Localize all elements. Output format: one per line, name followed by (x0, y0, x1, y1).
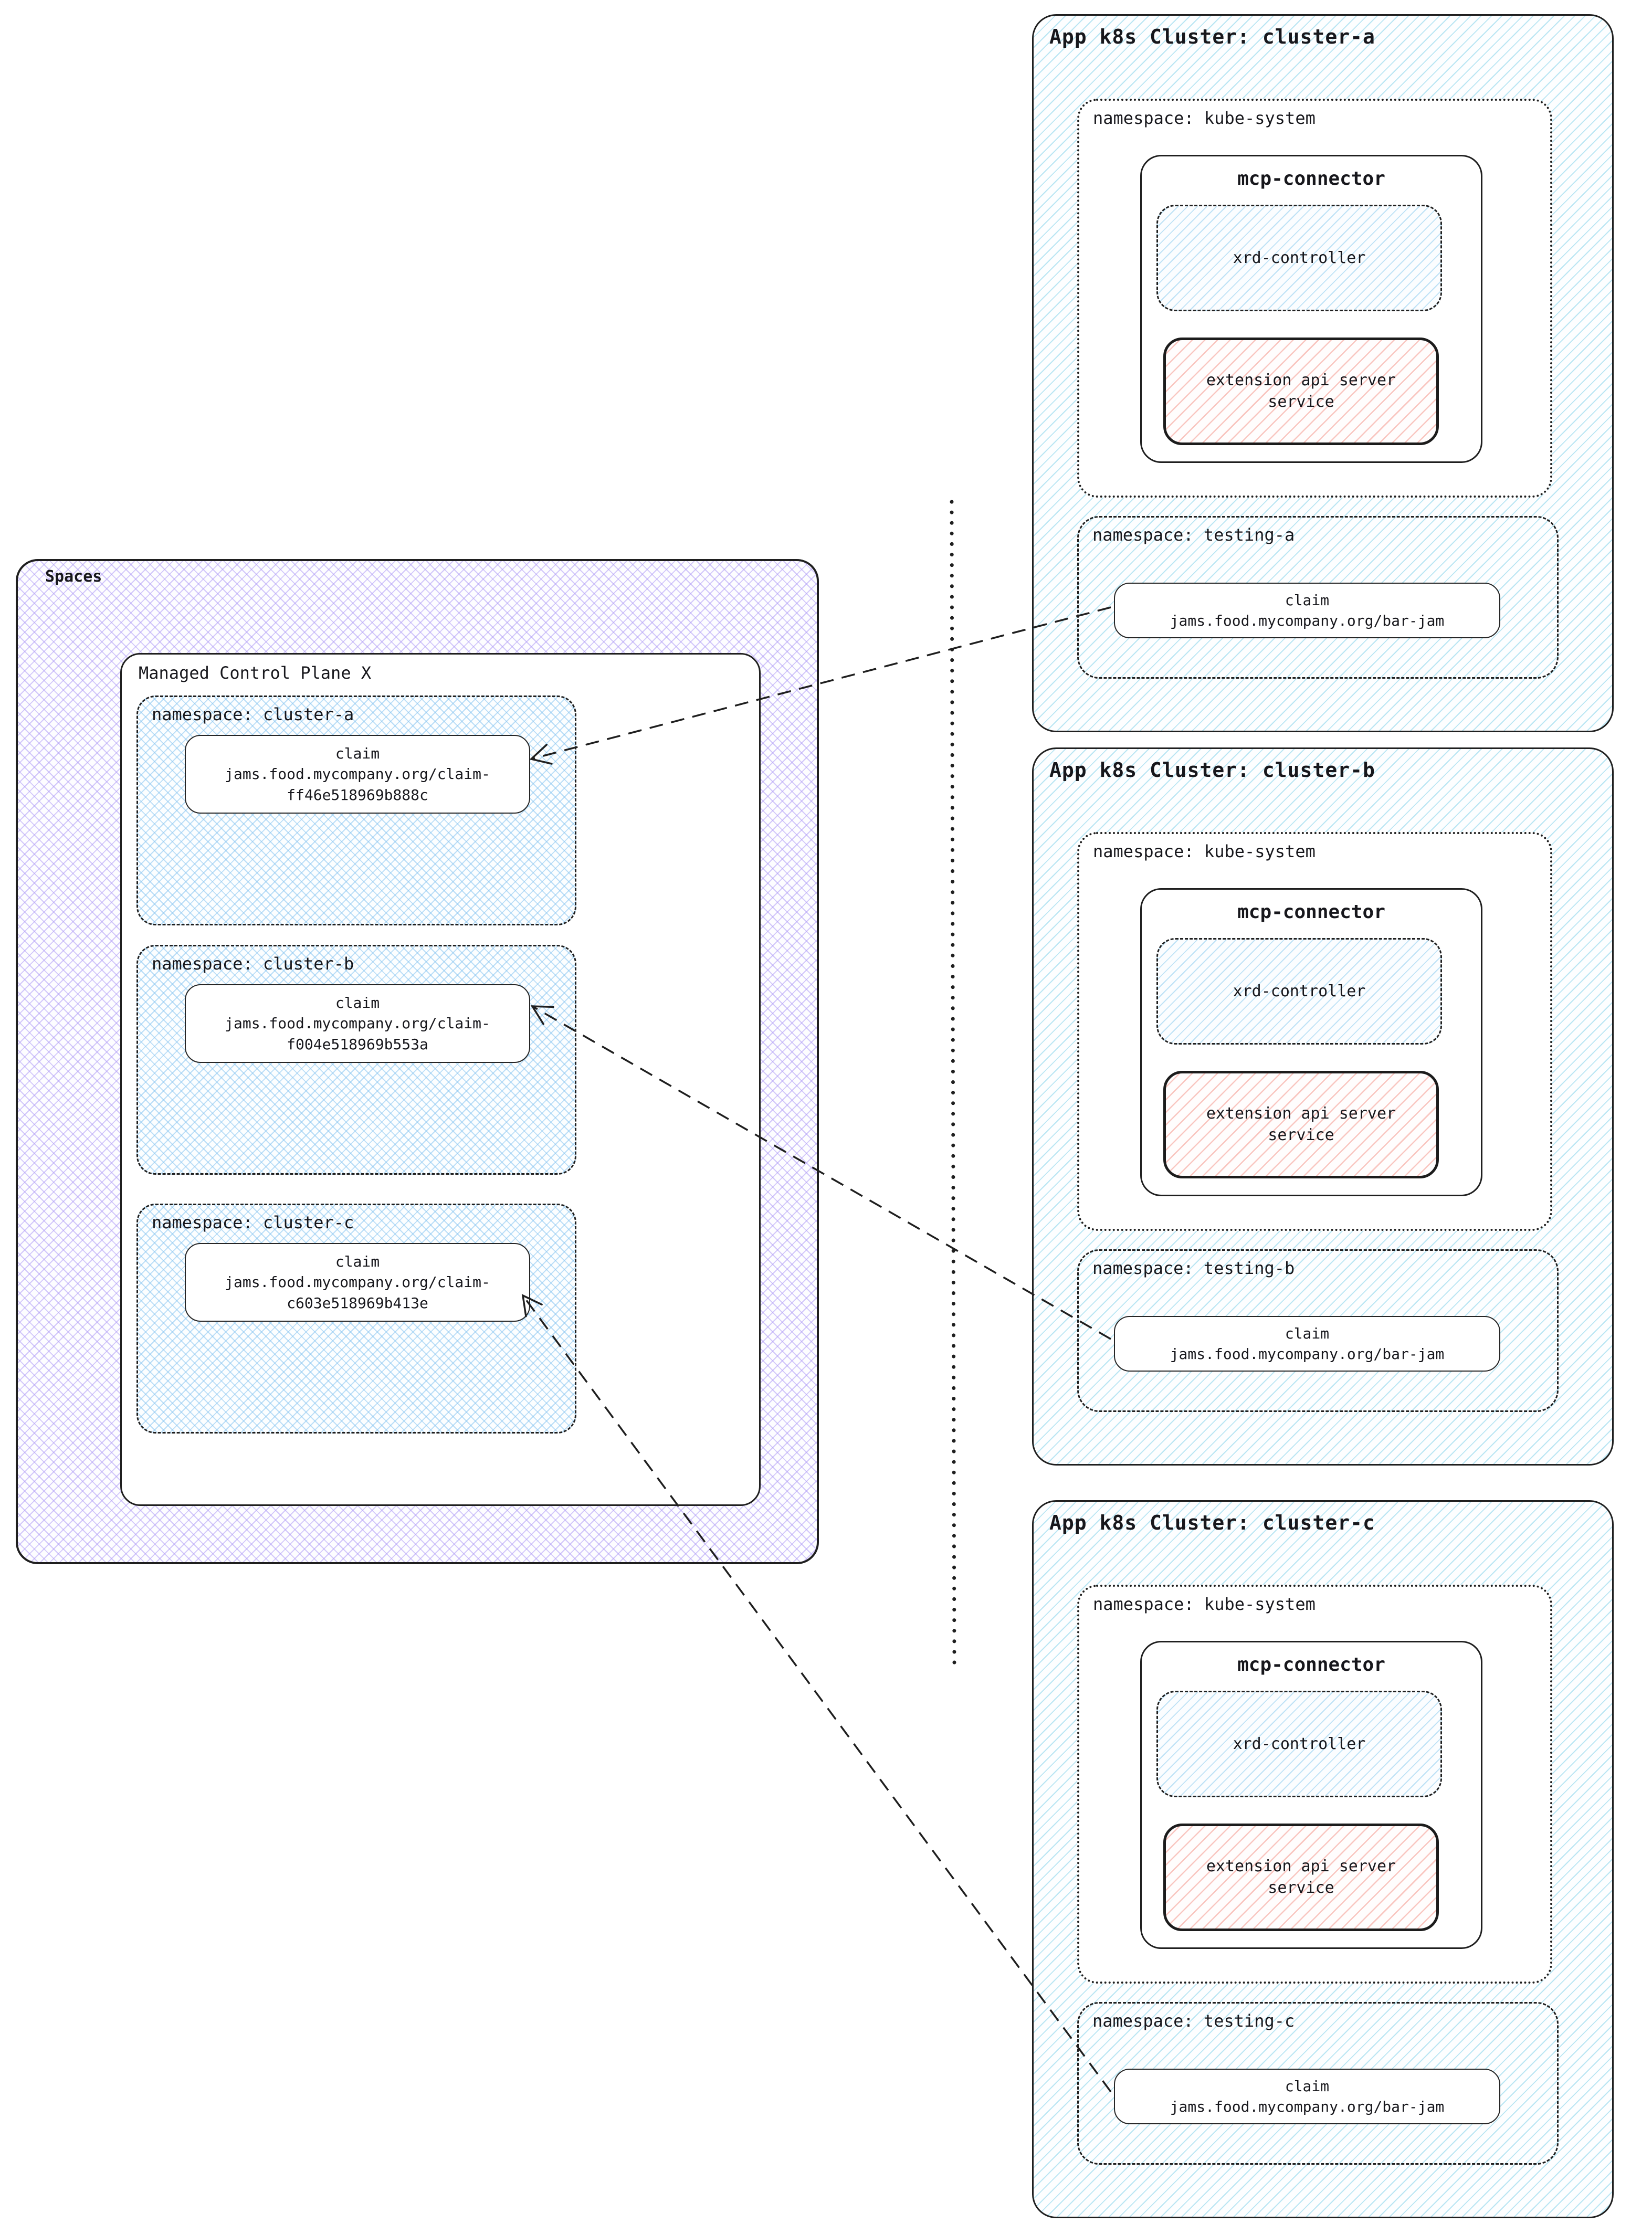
claim-hash: f004e518969b553a (287, 1035, 428, 1053)
claim-box-cluster-a: claim jams.food.mycompany.org/claim- ff4… (185, 735, 530, 814)
mcp-connector-box-c: mcp-connector xrd-controller extension a… (1140, 1641, 1482, 1949)
claim-title: claim (335, 745, 380, 763)
namespace-cluster-b-label: namespace: cluster-b (152, 954, 354, 974)
testing-a-label: namespace: testing-a (1092, 525, 1295, 545)
claim-path: jams.food.mycompany.org/claim- (225, 1015, 490, 1032)
claim-hash: ff46e518969b888c (287, 786, 428, 804)
claim-path: jams.food.mycompany.org/bar-jam (1170, 2098, 1445, 2115)
claim-path: jams.food.mycompany.org/claim- (225, 765, 490, 783)
kube-system-label: namespace: kube-system (1093, 108, 1316, 128)
kube-system-box-c: namespace: kube-system mcp-connector xrd… (1077, 1585, 1552, 1984)
namespace-cluster-c-box: namespace: cluster-c claim jams.food.myc… (136, 1204, 576, 1434)
namespace-cluster-a-label: namespace: cluster-a (152, 704, 354, 724)
claim-path: jams.food.mycompany.org/bar-jam (1170, 612, 1445, 629)
app-cluster-b-box: App k8s Cluster: cluster-b namespace: ku… (1032, 747, 1614, 1466)
claim-title: claim (335, 994, 380, 1012)
namespace-cluster-a-box: namespace: cluster-a claim jams.food.myc… (136, 696, 576, 925)
extension-api-line1: extension api server (1206, 371, 1396, 389)
namespace-cluster-c-label: namespace: cluster-c (152, 1213, 354, 1232)
namespace-cluster-b-box: namespace: cluster-b claim jams.food.myc… (136, 945, 576, 1175)
extension-api-line2: service (1268, 1125, 1334, 1144)
mcp-connector-box-b: mcp-connector xrd-controller extension a… (1140, 888, 1482, 1196)
app-cluster-b-title: App k8s Cluster: cluster-b (1049, 758, 1375, 782)
claim-box-cluster-b: claim jams.food.mycompany.org/claim- f00… (185, 984, 530, 1063)
spaces-box: Spaces Managed Control Plane X namespace… (16, 559, 819, 1564)
mcp-connector-title: mcp-connector (1237, 168, 1385, 189)
xrd-controller-label: xrd-controller (1233, 1735, 1366, 1753)
claim-box-cluster-c: claim jams.food.mycompany.org/claim- c60… (185, 1243, 530, 1322)
spaces-label: Spaces (45, 567, 102, 586)
app-cluster-a-title: App k8s Cluster: cluster-a (1049, 25, 1375, 48)
claim-hash: c603e518969b413e (287, 1294, 428, 1312)
extension-api-server-box-a: extension api server service (1163, 338, 1439, 445)
extension-api-line2: service (1268, 392, 1334, 411)
app-cluster-c-title: App k8s Cluster: cluster-c (1049, 1511, 1375, 1534)
managed-control-plane-box: Managed Control Plane X namespace: clust… (120, 653, 761, 1506)
claim-box-bar-jam-c: claim jams.food.mycompany.org/bar-jam (1114, 2069, 1500, 2124)
testing-a-box: namespace: testing-a claim jams.food.myc… (1077, 516, 1559, 679)
extension-api-line1: extension api server (1206, 1104, 1396, 1123)
testing-b-box: namespace: testing-b claim jams.food.myc… (1077, 1249, 1559, 1412)
claim-path: jams.food.mycompany.org/bar-jam (1170, 1345, 1445, 1363)
vertical-dotted-divider (950, 500, 956, 1674)
kube-system-label: namespace: kube-system (1093, 841, 1316, 861)
extension-api-server-box-b: extension api server service (1163, 1071, 1439, 1178)
app-cluster-c-box: App k8s Cluster: cluster-c namespace: ku… (1032, 1500, 1614, 2218)
testing-c-box: namespace: testing-c claim jams.food.myc… (1077, 2002, 1559, 2165)
xrd-controller-box-c: xrd-controller (1156, 1691, 1442, 1797)
claim-title: claim (1285, 591, 1330, 609)
claim-box-bar-jam-a: claim jams.food.mycompany.org/bar-jam (1114, 583, 1500, 638)
mcp-connector-title: mcp-connector (1237, 1654, 1385, 1675)
mcp-connector-box-a: mcp-connector xrd-controller extension a… (1140, 155, 1482, 463)
xrd-controller-box-b: xrd-controller (1156, 938, 1442, 1045)
kube-system-box-b: namespace: kube-system mcp-connector xrd… (1077, 832, 1552, 1231)
claim-box-bar-jam-b: claim jams.food.mycompany.org/bar-jam (1114, 1316, 1500, 1372)
mcp-connector-title: mcp-connector (1237, 901, 1385, 923)
extension-api-server-box-c: extension api server service (1163, 1824, 1439, 1931)
app-cluster-a-box: App k8s Cluster: cluster-a namespace: ku… (1032, 14, 1614, 732)
xrd-controller-label: xrd-controller (1233, 249, 1366, 267)
claim-path: jams.food.mycompany.org/claim- (225, 1273, 490, 1291)
xrd-controller-label: xrd-controller (1233, 982, 1366, 1000)
extension-api-line1: extension api server (1206, 1857, 1396, 1875)
kube-system-label: namespace: kube-system (1093, 1594, 1316, 1614)
testing-b-label: namespace: testing-b (1092, 1258, 1295, 1278)
extension-api-line2: service (1268, 1878, 1334, 1897)
kube-system-box-a: namespace: kube-system mcp-connector xrd… (1077, 99, 1552, 498)
xrd-controller-box-a: xrd-controller (1156, 205, 1442, 311)
claim-title: claim (1285, 2077, 1330, 2095)
testing-c-label: namespace: testing-c (1092, 2011, 1295, 2031)
managed-control-plane-label: Managed Control Plane X (139, 663, 372, 683)
claim-title: claim (335, 1253, 380, 1271)
claim-title: claim (1285, 1324, 1330, 1342)
